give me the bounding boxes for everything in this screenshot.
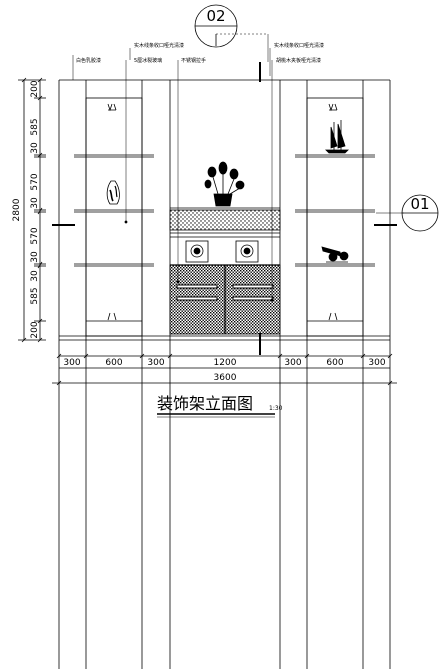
horizontal-dimension-chain bbox=[52, 353, 397, 386]
note-walnut-veneer: 胡桃木夹板哑光清漆 bbox=[276, 57, 321, 64]
dim-h-1: 600 bbox=[105, 358, 122, 368]
annotation-leaders bbox=[72, 48, 274, 302]
annotation-notes: 白色乳胶漆 实木线条收口哑光清漆 5厘冰裂玻璃 不锈钢拉手 实木线条收口哑光清漆… bbox=[76, 42, 324, 64]
dim-total-width: 3600 bbox=[214, 373, 237, 383]
note-wood-trim-right: 实木线条收口哑光清漆 bbox=[274, 42, 324, 49]
dim-v-0: 200 bbox=[30, 80, 40, 97]
stainless-handles bbox=[176, 284, 274, 301]
dim-v-9: 200 bbox=[30, 321, 40, 338]
drawing-title: 装饰架立面图 bbox=[157, 394, 253, 413]
dim-h-0: 300 bbox=[63, 358, 80, 368]
section-tag-02-label: 02 bbox=[206, 7, 225, 25]
flower-ornament bbox=[204, 161, 245, 207]
drawing-scale: 1:30 bbox=[269, 405, 283, 412]
vertical-dimension-chain bbox=[18, 77, 46, 343]
ship-model-ornament bbox=[325, 120, 349, 154]
dim-v-1: 30 bbox=[30, 142, 40, 154]
dim-v-2: 585 bbox=[30, 118, 40, 135]
right-display-niche bbox=[295, 97, 375, 337]
speaker-right bbox=[235, 240, 259, 263]
horizontal-dimension-labels: 300 600 300 1200 300 600 300 3600 bbox=[63, 358, 385, 383]
dim-h-2: 300 bbox=[147, 358, 164, 368]
vase-ornament bbox=[106, 180, 120, 205]
dim-v-7: 30 bbox=[30, 270, 40, 282]
dim-v-8: 585 bbox=[30, 287, 40, 304]
note-white-latex: 白色乳胶漆 bbox=[76, 57, 101, 64]
speaker-left bbox=[185, 240, 209, 263]
section-tag-01-label: 01 bbox=[410, 195, 429, 213]
dim-v-4: 570 bbox=[30, 173, 40, 190]
dim-h-5: 600 bbox=[326, 358, 343, 368]
center-column bbox=[169, 207, 281, 335]
note-ice-glass: 5厘冰裂玻璃 bbox=[134, 57, 162, 64]
dim-h-4: 300 bbox=[284, 358, 301, 368]
dim-total-height: 2800 bbox=[12, 198, 22, 221]
dim-v-6: 570 bbox=[30, 227, 40, 244]
dim-h-6: 300 bbox=[368, 358, 385, 368]
note-wood-trim-left: 实木线条收口哑光清漆 bbox=[134, 42, 184, 49]
left-display-niche bbox=[74, 97, 154, 337]
section-cut-lines bbox=[52, 33, 404, 355]
dim-v-5: 30 bbox=[30, 251, 40, 263]
dim-h-3: 1200 bbox=[214, 358, 237, 368]
dim-v-3: 30 bbox=[30, 197, 40, 209]
note-steel-handle: 不锈钢拉手 bbox=[181, 57, 206, 64]
cannon-ornament bbox=[321, 246, 349, 263]
vertical-dimension-labels: 2800 200 30 585 30 570 30 570 30 585 200 bbox=[12, 80, 40, 338]
